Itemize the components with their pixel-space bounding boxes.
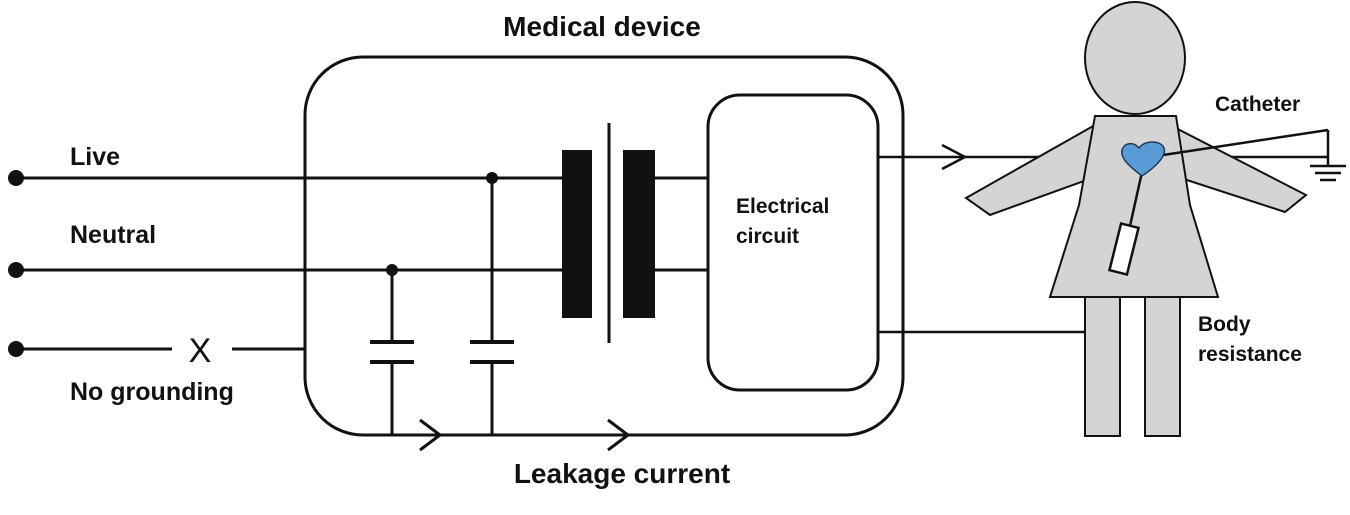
leakage-arrow-1: [419, 418, 443, 452]
circuit-label-line1: Electrical: [736, 195, 829, 218]
device-enclosure: [303, 55, 905, 437]
no-grounding-label: No grounding: [70, 378, 234, 406]
diagram-title: Medical device: [503, 11, 701, 42]
body-resistance-label-line2: resistance: [1198, 343, 1302, 366]
ground-symbol-icon: [1310, 164, 1346, 182]
catheter-label: Catheter: [1215, 93, 1300, 116]
catheter-line: [1149, 128, 1329, 159]
live-label: Live: [70, 143, 120, 171]
neutral-label: Neutral: [70, 221, 156, 249]
body-resistance-label-line1: Body: [1198, 313, 1251, 336]
patient-head: [1084, 1, 1186, 115]
transformer-core-right: [623, 150, 655, 318]
patient-right-leg: [1144, 289, 1181, 437]
patient-figure: [964, 1, 1308, 437]
transformer-core-left: [562, 150, 592, 318]
ground-break-mark: X: [189, 332, 212, 370]
circuit-label-line2: circuit: [736, 225, 799, 248]
patient-left-leg: [1084, 289, 1121, 437]
body-lead-upper: [1128, 171, 1144, 227]
leakage-arrow-2: [607, 418, 631, 452]
electrical-circuit-box: [706, 93, 880, 392]
body-resistor: [1107, 222, 1141, 276]
output-arrow: [941, 143, 968, 171]
leakage-current-label: Leakage current: [514, 458, 730, 489]
heart-icon: [1121, 141, 1166, 177]
